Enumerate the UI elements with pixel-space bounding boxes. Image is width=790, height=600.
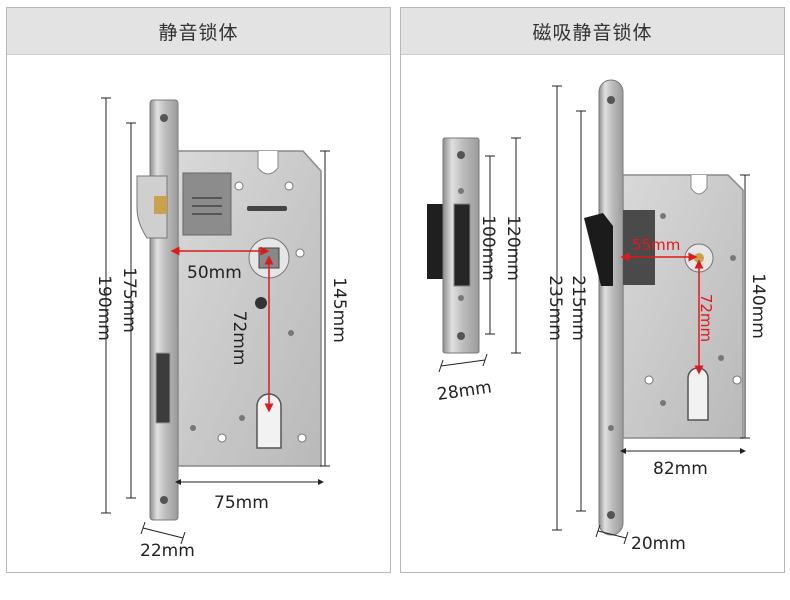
panel-title: 磁吸静音锁体 [401,8,784,55]
label-72mm: 72mm [697,294,715,342]
dim-height-inner [126,122,136,499]
faceplate [149,99,179,521]
label-190mm: 190mm [94,275,114,341]
label-50mm: 50mm [187,263,242,283]
dim-strike-outer [511,137,521,354]
latch-bolt [584,213,613,286]
label-120mm: 120mm [503,215,523,281]
latch-bolt [136,175,168,239]
silent-lock-illustration: 190mm 175mm [94,97,349,561]
dim-height-outer [552,85,562,531]
magnetic-lock-illustration: 120mm 100mm 28mm 235mm 215mm [427,79,768,554]
dim-height-case [320,150,330,467]
label-72mm: 72mm [229,311,249,366]
label-82mm: 82mm [653,459,708,479]
panel-title: 静音锁体 [7,8,390,55]
label-75mm: 75mm [214,493,269,513]
label-20mm: 20mm [631,534,686,554]
cylinder-hole [687,367,709,421]
label-55mm: 55mm [632,236,680,254]
label-22mm: 22mm [140,541,195,561]
dim-faceplate-width [595,524,629,545]
label-175mm: 175mm [119,267,139,333]
faceplate-slot [155,352,171,424]
faceplate [598,79,624,536]
label-28mm: 28mm [436,378,493,405]
label-215mm: 215mm [568,275,588,341]
dim-strike-inner [485,155,495,335]
magnetic-lock-panel: 磁吸静音锁体 120mm 100mm 28mm [400,7,785,573]
silent-lock-panel: 静音锁体 190mm 175mm [6,7,391,573]
strike-opening [453,203,471,287]
label-140mm: 140mm [748,273,768,339]
dim-height-case [740,174,750,439]
dim-height-outer [101,97,111,514]
dim-strike-width [438,353,488,373]
label-100mm: 100mm [478,215,498,281]
dim-faceplate-width [140,521,186,545]
dim-height-inner [576,110,586,512]
label-235mm: 235mm [545,275,565,341]
label-145mm: 145mm [329,277,349,343]
